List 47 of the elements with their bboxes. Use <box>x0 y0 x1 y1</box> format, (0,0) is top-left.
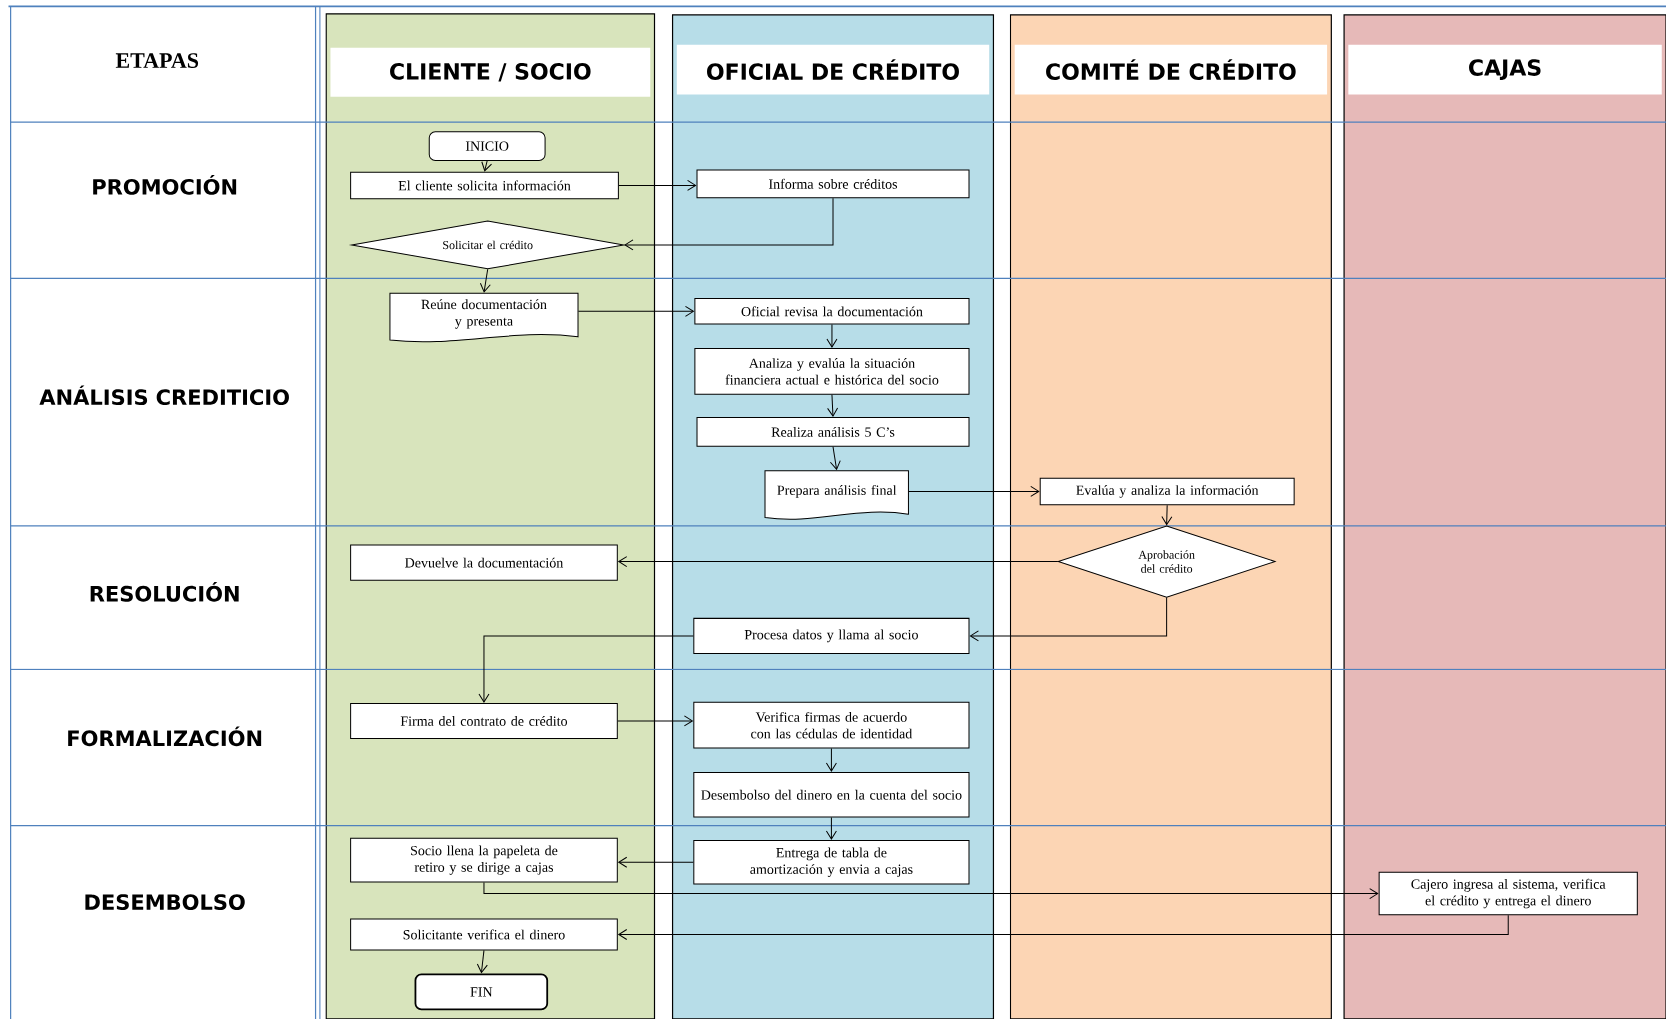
process-box: Socio llena la papeleta de retiro y se dirige a cajas <box>350 837 618 883</box>
lane-header: CLIENTE / SOCIO <box>330 47 651 97</box>
terminal-box: INICIO <box>428 131 546 161</box>
stage-label: ETAPAS <box>115 53 199 68</box>
stage-label: PROMOCIÓN <box>93 175 237 195</box>
arrow <box>481 160 492 172</box>
arrow <box>577 305 694 317</box>
arrow <box>624 197 834 251</box>
stage-label: DESEMBOLSO <box>85 894 245 911</box>
process-box: Procesa datos y llama al socio <box>693 617 970 654</box>
arrow <box>476 949 488 973</box>
process-box: Realiza análisis 5 C’s <box>696 417 970 447</box>
arrow <box>825 817 837 840</box>
process-box: Verifica firmas de acuerdo con las cédulas de identidad <box>693 701 970 749</box>
lane-header: CAJAS <box>1348 44 1662 95</box>
arrow <box>618 556 1059 568</box>
arrow <box>825 748 837 772</box>
arrow <box>908 485 1040 497</box>
arrow <box>618 856 694 868</box>
process-box: Firma del contrato de crédito <box>350 702 618 739</box>
arrow <box>483 881 1379 900</box>
arrow <box>829 446 841 470</box>
stage-label: ANÁLISIS CREDITICIO <box>39 385 289 406</box>
arrow <box>479 268 491 293</box>
process-box: Evalúa y analiza la información <box>1039 477 1295 506</box>
process-box: El cliente solicita información <box>350 171 619 200</box>
arrow <box>618 179 697 191</box>
process-box: Oficial revisa la documentación <box>694 298 970 325</box>
arrow <box>826 324 838 348</box>
process-box: Entrega de tabla de amortización y envia a cajas <box>693 840 970 885</box>
arrow <box>618 914 1509 940</box>
arrow <box>478 635 694 703</box>
arrow <box>617 715 693 727</box>
process-box: Analiza y evalúa la situación financiera actual e histórica del socio <box>694 348 970 395</box>
arrow <box>827 394 839 417</box>
process-box: Solicitante verifica el dinero <box>350 918 618 951</box>
process-box: Cajero ingresa al sistema, verifica el crédito y entrega el dinero <box>1378 871 1638 916</box>
stage-label: RESOLUCIÓN <box>90 582 239 602</box>
process-box: Devuelve la documentación <box>350 544 618 581</box>
process-box: Desembolso del dinero en la cuenta del socio <box>693 772 970 818</box>
arrow <box>1161 504 1173 526</box>
stage-label: FORMALIZACIÓN <box>68 726 262 747</box>
lane-header: OFICIAL DE CRÉDITO <box>676 44 990 95</box>
terminal-box: FIN <box>414 973 549 1011</box>
process-box: Informa sobre créditos <box>696 169 970 199</box>
lane-header: COMITÉ DE CRÉDITO <box>1014 44 1328 95</box>
arrow <box>969 597 1168 642</box>
